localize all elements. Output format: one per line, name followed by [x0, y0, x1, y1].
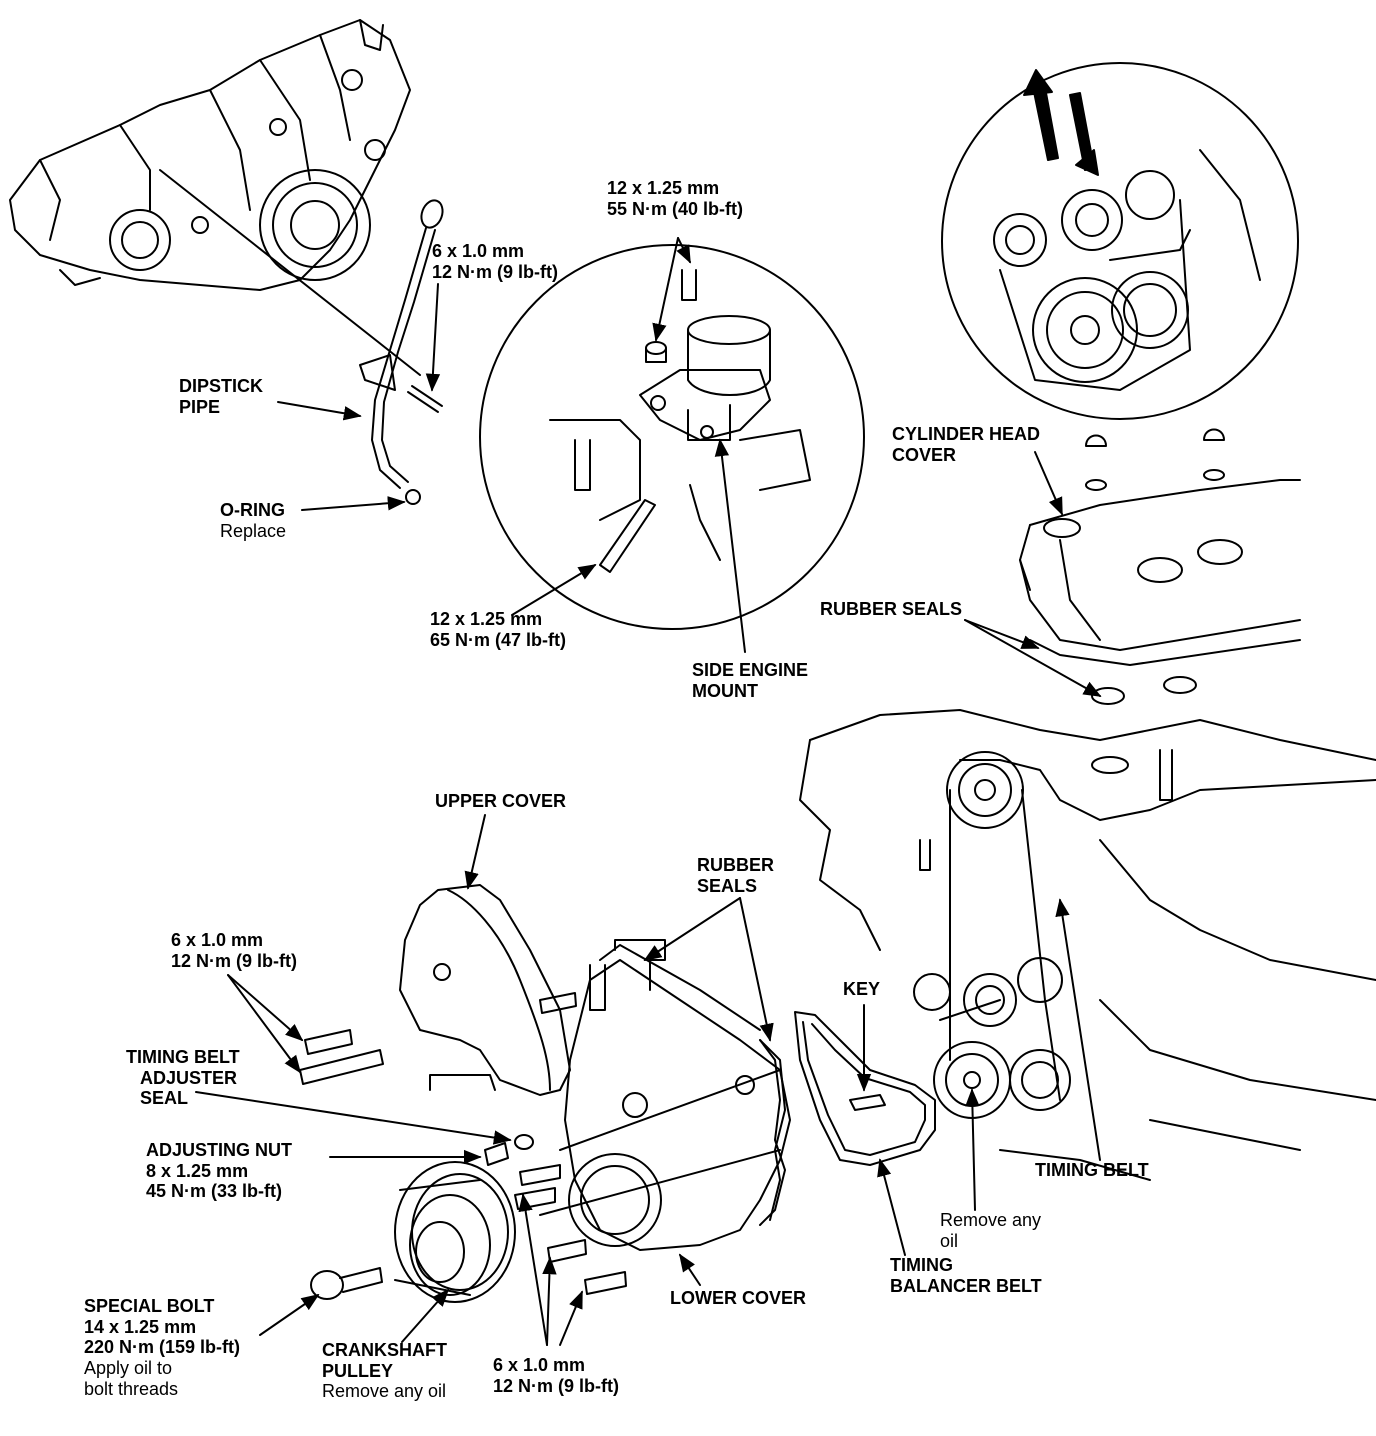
side-engine-mount-line1: SIDE ENGINE — [692, 660, 809, 680]
special-bolt-torque: 220 N·m (159 lb-ft) — [84, 1337, 241, 1358]
label-adjusting-nut: ADJUSTING NUT 8 x 1.25 mm 45 N·m (33 lb-… — [146, 1140, 292, 1202]
remove-oil-right-line1: Remove any — [940, 1210, 1042, 1230]
cylinder-head-cover-line1: CYLINDER HEAD — [892, 424, 1041, 444]
mount-nut-torque: 55 N·m (40 lb-ft) — [607, 198, 744, 219]
adjuster-seal-line2: ADJUSTER — [140, 1067, 238, 1088]
label-mount-nut-spec: 12 x 1.25 mm 55 N·m (40 lb-ft) — [607, 178, 743, 219]
upper-cover-text: UPPER COVER — [435, 791, 567, 811]
mount-nut-size: 12 x 1.25 mm — [607, 178, 720, 198]
upper-cover-drawing — [399, 884, 571, 1096]
label-cylinder-head-cover: CYLINDER HEAD COVER — [892, 424, 1040, 465]
o-ring-title: O-RING — [220, 500, 285, 520]
special-bolt-title: SPECIAL BOLT — [84, 1296, 215, 1316]
upper-cover-bolt-size: 6 x 1.0 mm — [171, 930, 264, 950]
rubber-seals-mid-line1: RUBBER — [697, 855, 775, 875]
dipstick-bolt-size: 6 x 1.0 mm — [432, 241, 525, 261]
label-crankshaft-pulley: CRANKSHAFT PULLEY Remove any oil — [322, 1340, 447, 1402]
upper-cover-bolt-torque: 12 N·m (9 lb-ft) — [171, 950, 297, 971]
lower-cover-drawing — [564, 944, 791, 1251]
adjusting-nut-title: ADJUSTING NUT — [146, 1140, 293, 1160]
adjusting-nut-torque: 45 N·m (33 lb-ft) — [146, 1181, 283, 1202]
label-rubber-seals-top: RUBBER SEALS — [820, 599, 962, 620]
adjuster-seal-line1: TIMING BELT — [126, 1047, 240, 1067]
label-mount-bolt-spec: 12 x 1.25 mm 65 N·m (47 lb-ft) — [430, 609, 566, 650]
label-timing-belt: TIMING BELT — [1035, 1160, 1149, 1181]
timing-gear-inset — [941, 62, 1299, 420]
label-side-engine-mount: SIDE ENGINE MOUNT — [692, 660, 808, 701]
crankshaft-pulley-line1: CRANKSHAFT — [322, 1340, 447, 1360]
label-dipstick-bolt-spec: 6 x 1.0 mm 12 N·m (9 lb-ft) — [432, 241, 558, 282]
lower-cover-bolt-size: 6 x 1.0 mm — [493, 1355, 586, 1375]
adjuster-seal-line3: SEAL — [140, 1088, 189, 1109]
o-ring-note: Replace — [220, 520, 287, 541]
loose-bolts — [299, 992, 627, 1295]
crankshaft-pulley-line2: PULLEY — [322, 1360, 394, 1381]
label-o-ring: O-RING Replace — [220, 500, 286, 541]
key-text: KEY — [843, 979, 881, 999]
leader-lines — [195, 237, 1102, 1346]
label-timing-balancer-belt: TIMING BALANCER BELT — [890, 1255, 1042, 1296]
side-engine-mount-inset — [479, 244, 865, 630]
label-rubber-seals-mid: RUBBER SEALS — [697, 855, 774, 896]
label-remove-oil-right: Remove any oil — [940, 1210, 1041, 1251]
dipstick-pipe-drawing — [359, 199, 444, 505]
timing-balancer-belt-line1: TIMING — [890, 1255, 953, 1275]
timing-balancer-belt-drawing — [794, 1011, 936, 1166]
label-lower-cover: LOWER COVER — [670, 1288, 806, 1309]
timing-balancer-belt-line2: BALANCER BELT — [890, 1275, 1042, 1296]
label-lower-cover-bolts: 6 x 1.0 mm 12 N·m (9 lb-ft) — [493, 1355, 619, 1396]
cylinder-head-cover-line2: COVER — [892, 444, 957, 465]
mount-bolt-torque: 65 N·m (47 lb-ft) — [430, 629, 567, 650]
dipstick-bolt-torque: 12 N·m (9 lb-ft) — [432, 261, 558, 282]
label-upper-cover-bolts: 6 x 1.0 mm 12 N·m (9 lb-ft) — [171, 930, 297, 971]
rubber-seals-top-text: RUBBER SEALS — [820, 599, 963, 619]
label-timing-belt-adjuster-seal: TIMING BELT ADJUSTER SEAL — [126, 1047, 240, 1109]
cylinder-head-cover-drawing — [1019, 428, 1301, 705]
engine-top-left-view — [9, 19, 421, 376]
dipstick-pipe-line1: DIPSTICK — [179, 376, 264, 396]
rubber-seal-strip — [614, 939, 786, 1226]
lower-cover-bolt-torque: 12 N·m (9 lb-ft) — [493, 1375, 619, 1396]
side-engine-mount-line2: MOUNT — [692, 680, 758, 701]
label-key: KEY — [843, 979, 880, 1000]
dipstick-pipe-line2: PIPE — [179, 396, 221, 417]
mount-bolt-size: 12 x 1.25 mm — [430, 609, 543, 629]
crankshaft-pulley-note: Remove any oil — [322, 1381, 447, 1402]
special-bolt-note2: bolt threads — [84, 1378, 179, 1399]
label-special-bolt: SPECIAL BOLT 14 x 1.25 mm 220 N·m (159 l… — [84, 1296, 240, 1399]
timing-belt-text: TIMING BELT — [1035, 1160, 1149, 1180]
special-bolt-size: 14 x 1.25 mm — [84, 1316, 197, 1337]
remove-oil-right-line2: oil — [940, 1230, 959, 1251]
adjusting-nut-size: 8 x 1.25 mm — [146, 1160, 249, 1181]
crankshaft-pulley-drawing — [310, 1161, 516, 1303]
label-upper-cover: UPPER COVER — [435, 791, 566, 812]
engine-block-right — [799, 709, 1376, 1181]
special-bolt-note1: Apply oil to — [84, 1358, 173, 1379]
rubber-seals-mid-line2: SEALS — [697, 875, 758, 896]
label-dipstick-pipe: DIPSTICK PIPE — [179, 376, 263, 417]
lower-cover-text: LOWER COVER — [670, 1288, 807, 1308]
